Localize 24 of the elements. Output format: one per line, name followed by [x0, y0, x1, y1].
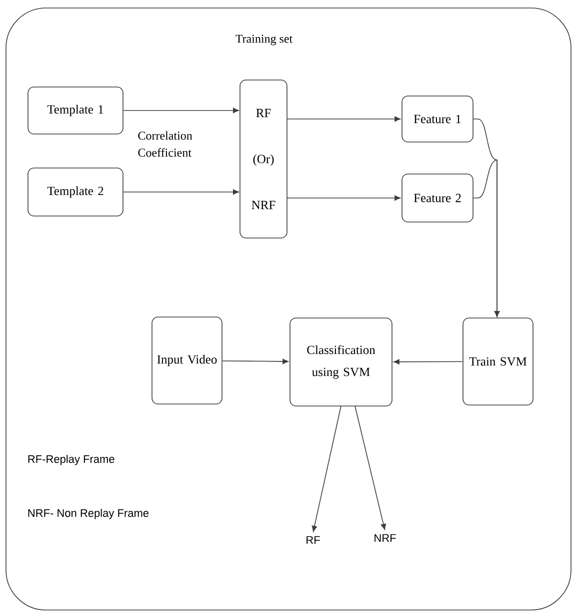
abbreviation-note: NRF- Non Replay Frame: [28, 508, 149, 520]
arrow: [473, 160, 500, 317]
arrow: [312, 406, 342, 532]
arrow: [123, 108, 239, 114]
annotation: Correlation Coefficient: [138, 131, 192, 157]
arrow: [286, 195, 401, 201]
process-box: Feature 2: [402, 174, 474, 222]
arrow: [222, 358, 289, 364]
title: Training set: [236, 34, 293, 46]
abbreviation-note: RF-Replay Frame: [28, 454, 114, 466]
output-label: NRF: [374, 534, 396, 542]
arrow: [354, 406, 386, 530]
frame-box: [6, 8, 572, 610]
process-box: Train SVM: [462, 318, 534, 406]
arrow: [123, 189, 239, 195]
process-box: Classification using SVM: [290, 318, 392, 406]
process-box: Template 2: [28, 168, 124, 216]
process-box: Input Video: [152, 316, 222, 404]
arrow: [393, 359, 463, 364]
arrow: [286, 116, 401, 122]
process-box: Feature 1: [402, 96, 474, 142]
process-box: Template 1: [28, 86, 124, 134]
process-box: RF (Or) NRF: [240, 80, 288, 238]
output-label: RF: [306, 536, 320, 544]
